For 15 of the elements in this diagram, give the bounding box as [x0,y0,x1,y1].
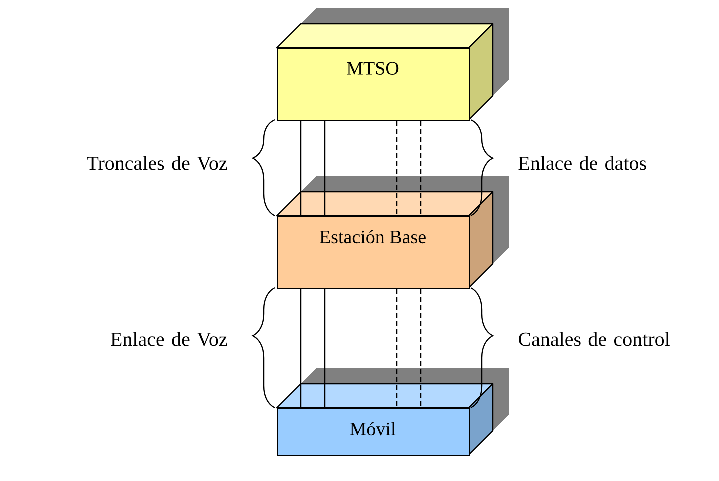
connection-line [300,121,302,216]
side-label: Enlace de datos [518,156,646,170]
connection-line [396,121,398,216]
connection-line [396,289,398,408]
cuboid-box: Móvil [276,368,509,456]
connection-line [324,121,326,216]
connection-line [420,121,422,216]
side-label: Enlace de Voz [111,332,228,346]
side-label: Troncales de Voz [87,156,228,170]
side-label: Canales de control [519,332,670,346]
connection-line [324,289,326,408]
cuboid-box: MTSO [276,8,509,122]
cuboid-box: Estación Base [276,176,509,290]
connection-line [300,289,302,408]
connection-line [420,289,422,408]
